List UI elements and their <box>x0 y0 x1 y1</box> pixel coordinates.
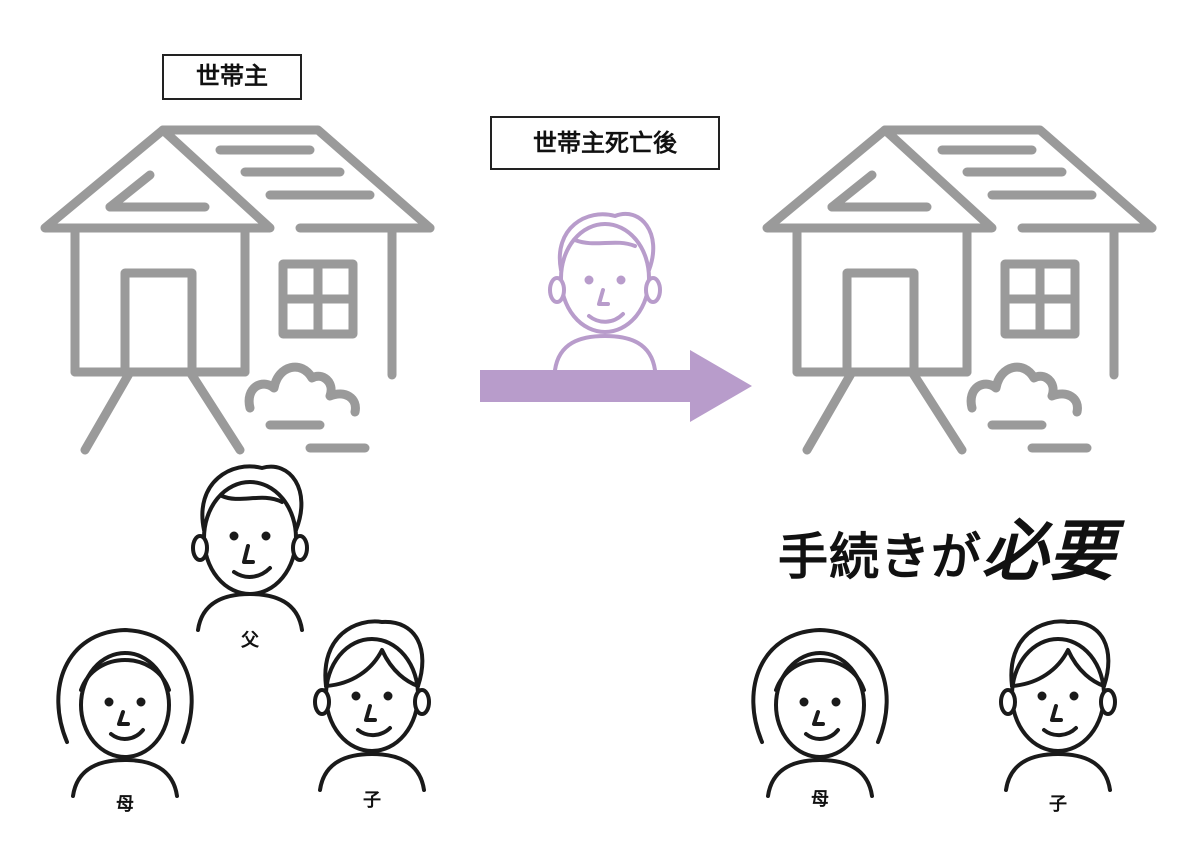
house-icon-right <box>767 130 1152 450</box>
mother-icon-left <box>56 628 194 798</box>
mother-label-right: 母 <box>811 789 829 810</box>
procedure-required-message: 手続きが必要 <box>778 498 1116 594</box>
child-label-left: 子 <box>363 790 381 811</box>
child-label-right: 子 <box>1049 794 1067 815</box>
message-emphasis: 必要 <box>982 513 1116 590</box>
message-prefix: 手続きが <box>778 528 982 586</box>
after-death-label: 世帯主死亡後 <box>490 116 720 170</box>
house-icon-left <box>45 130 430 450</box>
child-icon-right <box>999 619 1117 792</box>
head-of-household-label: 世帯主 <box>162 54 302 100</box>
father-label: 父 <box>241 630 259 651</box>
mother-label-left: 母 <box>116 794 134 815</box>
child-icon-left <box>313 619 431 792</box>
father-icon <box>191 464 309 632</box>
mother-icon-right <box>751 628 889 798</box>
arrow-right-icon <box>480 350 752 422</box>
deceased-person-icon <box>548 212 662 372</box>
